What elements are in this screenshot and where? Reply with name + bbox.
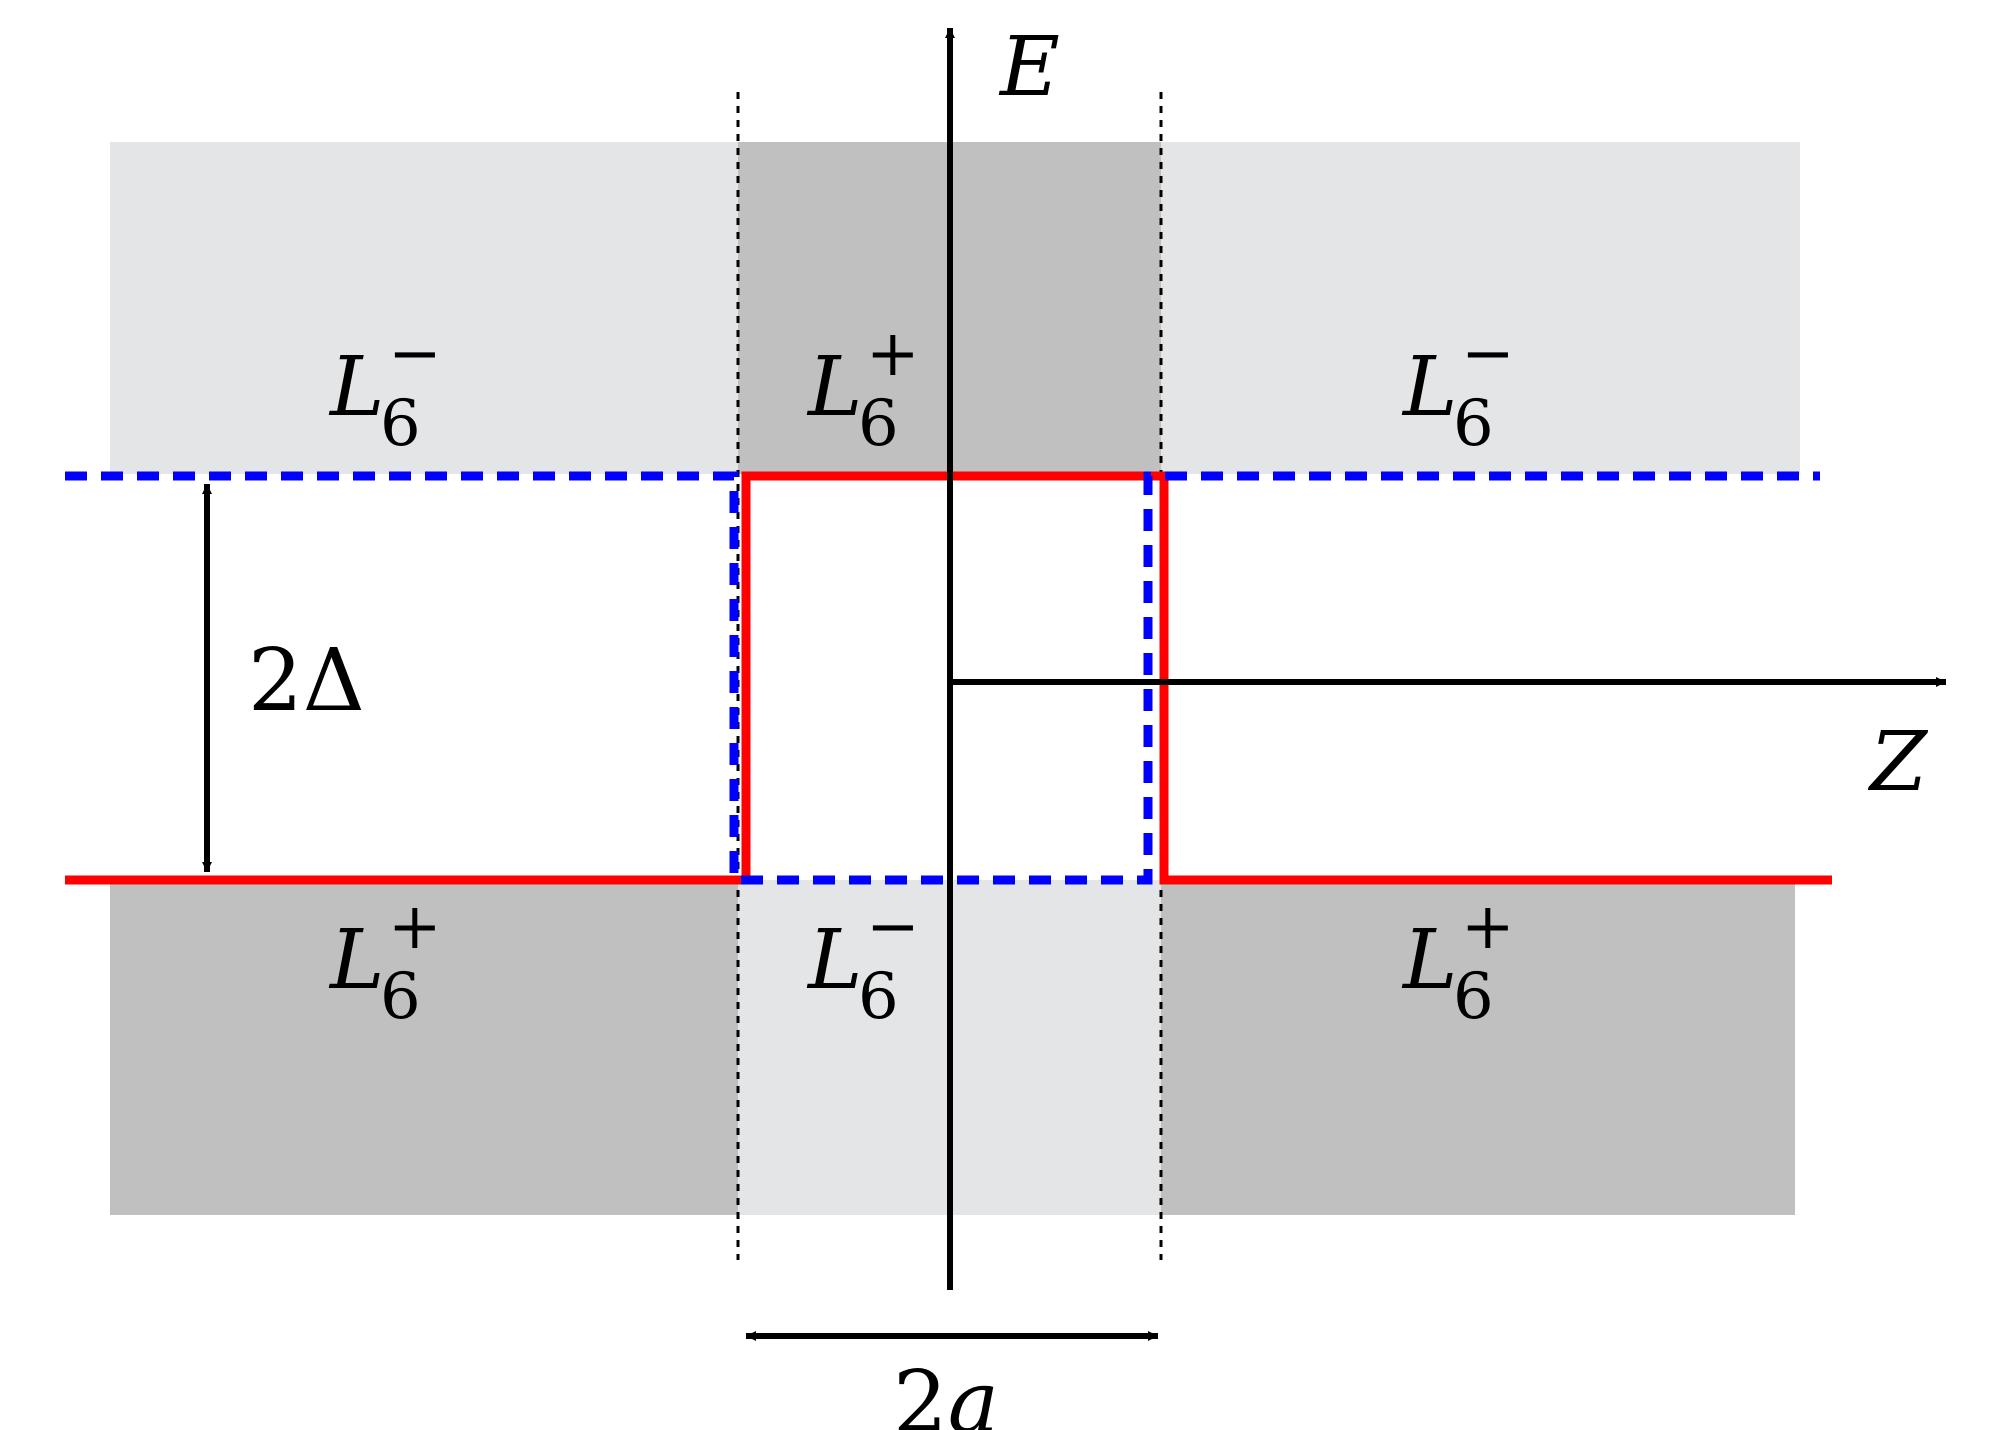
svg-text:+: + bbox=[1461, 890, 1515, 964]
svg-text:+: + bbox=[388, 890, 442, 964]
svg-text:L: L bbox=[1401, 913, 1457, 1008]
label-upper-center: L 6 + bbox=[806, 317, 920, 461]
svg-text:6: 6 bbox=[1453, 960, 1494, 1034]
svg-text:6: 6 bbox=[380, 960, 421, 1034]
svg-text:−: − bbox=[866, 890, 920, 964]
label-upper-right: L 6 − bbox=[1401, 317, 1515, 461]
svg-text:−: − bbox=[1461, 317, 1515, 391]
svg-text:L: L bbox=[328, 340, 384, 435]
svg-text:6: 6 bbox=[858, 387, 899, 461]
svg-text:6: 6 bbox=[1453, 387, 1494, 461]
svg-text:L: L bbox=[806, 340, 862, 435]
z-axis-label: Z bbox=[1867, 715, 1929, 810]
label-lower-right: L 6 + bbox=[1401, 890, 1515, 1034]
svg-text:L: L bbox=[328, 913, 384, 1008]
band-upper-right bbox=[1161, 142, 1800, 474]
svg-text:6: 6 bbox=[858, 960, 899, 1034]
svg-text:−: − bbox=[388, 317, 442, 391]
energy-axis-label: E bbox=[998, 20, 1060, 115]
svg-text:L: L bbox=[1401, 340, 1457, 435]
band-lower-left bbox=[110, 880, 738, 1215]
svg-text:+: + bbox=[866, 317, 920, 391]
band-lower-right bbox=[1161, 880, 1795, 1215]
red-band-edge-path bbox=[65, 471, 1832, 885]
blue-dashed-path bbox=[65, 471, 1820, 885]
svg-text:L: L bbox=[806, 913, 862, 1008]
label-upper-left: L 6 − bbox=[328, 317, 442, 461]
svg-text:6: 6 bbox=[380, 387, 421, 461]
label-lower-center: L 6 − bbox=[806, 890, 920, 1034]
gap-label: 2Δ bbox=[248, 631, 365, 731]
width-label: 2a bbox=[893, 1353, 999, 1430]
label-lower-left: L 6 + bbox=[328, 890, 442, 1034]
band-upper-left bbox=[110, 142, 738, 474]
